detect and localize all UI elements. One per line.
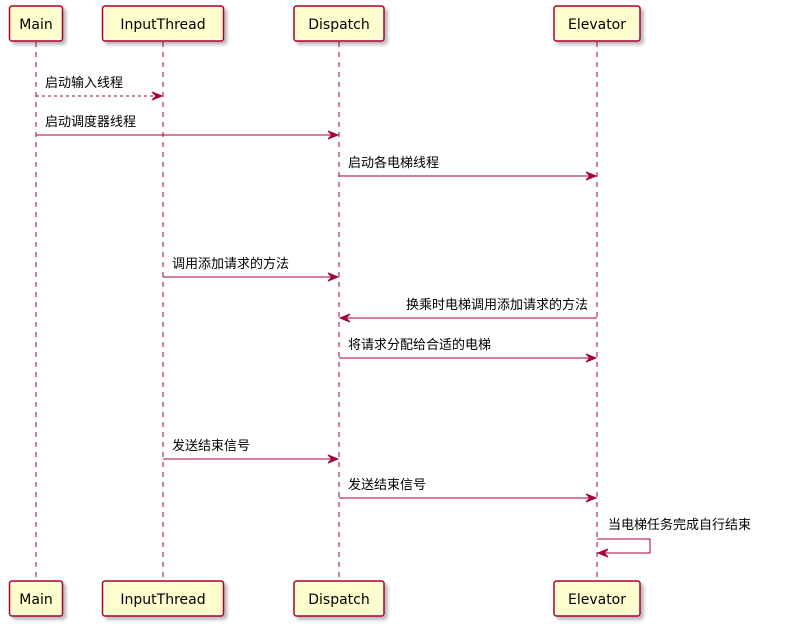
arrowhead (151, 91, 164, 101)
arrowhead (338, 313, 351, 323)
participant-box (101, 5, 225, 42)
message-9: 当电梯任务完成自行结束 (596, 517, 751, 558)
arrowhead (585, 493, 598, 503)
participant-box (8, 5, 64, 42)
message-4: 调用添加请求的方法 (163, 256, 340, 282)
participant-input-bottom: InputThread (101, 580, 225, 617)
message-2: 启动调度器线程 (36, 114, 340, 140)
message-line (597, 538, 651, 554)
participant-elevator-bottom: Elevator (553, 580, 641, 617)
participant-label: Main (19, 592, 52, 608)
participant-label: InputThread (120, 592, 205, 608)
arrowhead (327, 272, 340, 282)
message-label: 启动调度器线程 (45, 114, 136, 130)
arrowhead (596, 548, 609, 558)
participant-main-bottom: Main (8, 580, 64, 617)
participant-label: Main (19, 17, 52, 33)
participant-box (553, 5, 641, 42)
message-label: 换乘时电梯调用添加请求的方法 (406, 297, 588, 313)
message-1: 启动输入线程 (36, 75, 164, 101)
arrowhead (327, 454, 340, 464)
message-7: 发送结束信号 (163, 438, 340, 464)
arrowhead (585, 171, 598, 181)
participant-box (293, 5, 385, 42)
message-5: 换乘时电梯调用添加请求的方法 (338, 297, 597, 323)
message-8: 发送结束信号 (339, 477, 598, 503)
participant-label: InputThread (120, 17, 205, 33)
messages: 启动输入线程启动调度器线程启动各电梯线程调用添加请求的方法换乘时电梯调用添加请求… (36, 75, 751, 558)
participant-label: Dispatch (308, 592, 370, 608)
message-label: 发送结束信号 (172, 438, 250, 454)
participant-label: Elevator (568, 17, 626, 33)
participant-label: Dispatch (308, 17, 370, 33)
participant-label: Elevator (568, 592, 626, 608)
participant-box (553, 580, 641, 617)
participant-input-top: InputThread (101, 5, 225, 42)
message-label: 启动各电梯线程 (348, 155, 439, 171)
message-label: 调用添加请求的方法 (172, 256, 289, 272)
participant-dispatch-top: Dispatch (293, 5, 385, 42)
arrowhead (585, 353, 598, 363)
participant-main-top: Main (8, 5, 64, 42)
message-6: 将请求分配给合适的电梯 (339, 337, 598, 363)
participant-box (293, 580, 385, 617)
participant-elevator-top: Elevator (553, 5, 641, 42)
message-label: 当电梯任务完成自行结束 (608, 517, 751, 533)
participant-dispatch-bottom: Dispatch (293, 580, 385, 617)
participant-box (8, 580, 64, 617)
message-3: 启动各电梯线程 (339, 155, 598, 181)
message-label: 启动输入线程 (45, 75, 123, 91)
participant-box (101, 580, 225, 617)
arrowhead (327, 130, 340, 140)
participants: MainMainInputThreadInputThreadDispatchDi… (8, 5, 641, 617)
message-label: 发送结束信号 (348, 477, 426, 493)
message-label: 将请求分配给合适的电梯 (348, 337, 491, 353)
